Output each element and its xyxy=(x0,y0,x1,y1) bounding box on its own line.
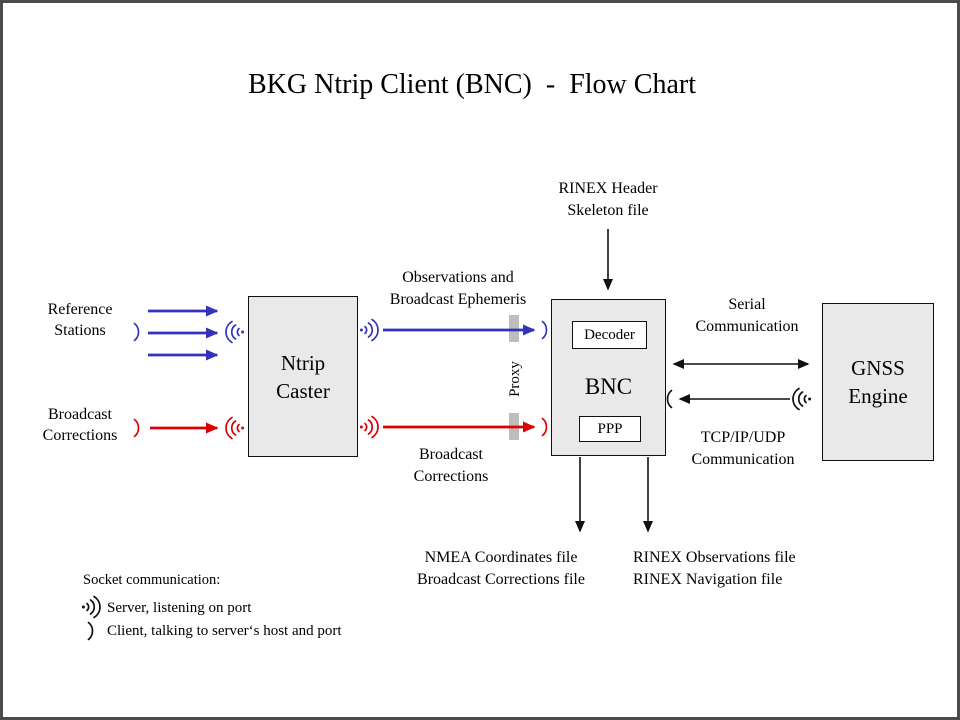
client-socket-icon xyxy=(541,320,548,340)
client-socket-icon xyxy=(541,417,548,437)
legend-server-socket-icon xyxy=(81,595,101,619)
ppp-label: PPP xyxy=(597,420,623,437)
page-title: BKG Ntrip Client (BNC) - Flow Chart xyxy=(248,69,696,100)
decoder-box: Decoder xyxy=(572,321,647,349)
ntrip-caster-label: Ntrip Caster xyxy=(276,350,330,403)
legend-server-text: Server, listening on port xyxy=(107,600,252,616)
server-socket-icon xyxy=(225,416,245,440)
nmea-outputs-label: NMEA Coordinates file Broadcast Correcti… xyxy=(417,549,585,588)
gnss-engine-box: GNSS Engine xyxy=(822,303,934,461)
gnss-engine-label: GNSS Engine xyxy=(848,356,908,408)
server-socket-icon xyxy=(792,387,812,411)
server-socket-icon xyxy=(359,318,379,342)
legend-client-socket-icon xyxy=(87,621,94,641)
ntrip-caster-box: Ntrip Caster xyxy=(248,296,358,457)
server-socket-icon xyxy=(359,415,379,439)
ppp-box: PPP xyxy=(579,416,641,442)
legend-client-text: Client, talking to server‘s host and por… xyxy=(107,623,342,639)
rinex-outputs-label: RINEX Observations file RINEX Navigation… xyxy=(633,549,796,588)
serial-communication-label: Serial Communication xyxy=(695,296,799,335)
reference-station-arrows xyxy=(148,305,219,361)
bnc-label: BNC xyxy=(584,374,633,399)
tcp-communication-label: TCP/IP/UDP Communication xyxy=(691,429,795,468)
rinex-header-skeleton-label: RINEX Header Skeleton file xyxy=(558,180,658,219)
observations-ephemeris-label: Observations and Broadcast Ephemeris xyxy=(389,269,527,308)
client-socket-icon xyxy=(666,389,673,409)
decoder-label: Decoder xyxy=(584,326,635,343)
proxy-bar-top xyxy=(509,315,519,342)
connector-layer xyxy=(148,229,810,533)
broadcast-corrections-left-label: Broadcast Corrections xyxy=(42,406,118,444)
server-socket-icon xyxy=(225,320,245,344)
client-socket-icon xyxy=(133,418,140,438)
client-socket-icon xyxy=(133,322,140,342)
bnc-box: BNC Decoder PPP xyxy=(551,299,666,456)
broadcast-corrections-mid-label: Broadcast Corrections xyxy=(413,446,489,485)
proxy-label: Proxy xyxy=(507,361,523,397)
reference-stations-label: Reference Stations xyxy=(47,301,113,339)
legend-title: Socket communication: xyxy=(83,572,221,588)
